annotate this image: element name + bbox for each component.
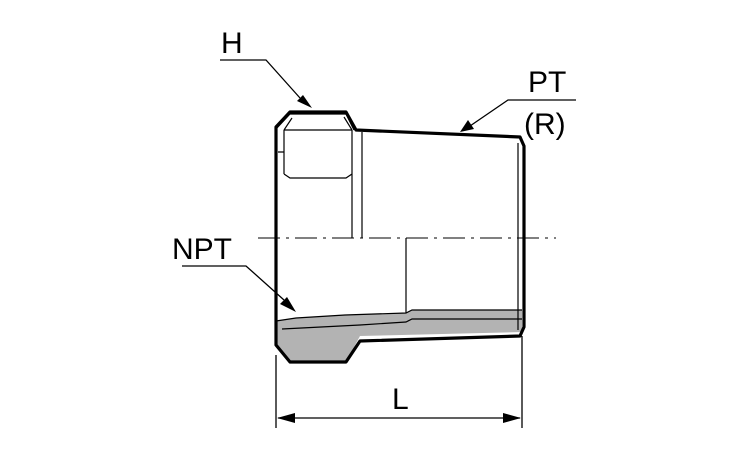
- npt-leader-arrow: [280, 297, 296, 312]
- male-thread-label: PT: [528, 66, 566, 99]
- female-thread-label: NPT: [172, 233, 232, 266]
- female-thread-edge: [275, 309, 522, 330]
- fitting-outline: [274, 110, 526, 364]
- hex-label: H: [221, 27, 243, 60]
- hex-facet-lines: [275, 113, 355, 238]
- dimension-arrow-right: [503, 413, 521, 423]
- npt-leader: [182, 265, 285, 301]
- hex-leader-arrow: [297, 95, 312, 108]
- hex-leader: [220, 59, 301, 99]
- male-thread-label-standard: (R): [524, 108, 566, 141]
- pt-leader: [469, 99, 576, 127]
- section-fill: [276, 310, 522, 362]
- length-label: L: [392, 383, 409, 416]
- dimension-arrow-left: [277, 413, 295, 423]
- pt-leader-arrow: [460, 120, 474, 132]
- thread-body-lines: [361, 132, 519, 330]
